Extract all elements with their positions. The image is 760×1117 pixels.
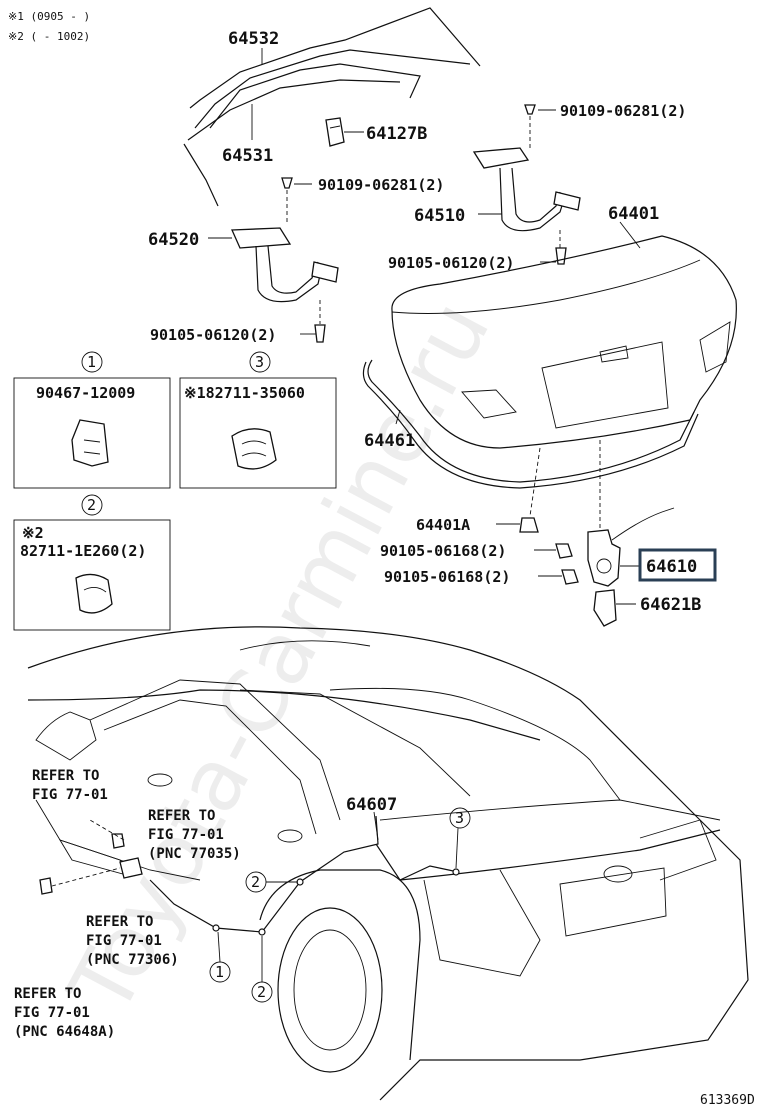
refer-4-line-2[interactable]: FIG 77-01 <box>14 1005 90 1021</box>
refer-3-line-1[interactable]: REFER TO <box>86 914 153 930</box>
label-64401[interactable]: 64401 <box>608 204 659 224</box>
torsion-bars-illustration <box>183 7 481 207</box>
clip-marker <box>258 928 266 936</box>
callout-1a-number: 1 <box>215 963 224 981</box>
refer-3-line-3[interactable]: (PNC 77306) <box>86 952 179 968</box>
cover-64621B-icon <box>593 589 617 627</box>
detail-box-3 <box>179 377 337 489</box>
label-64510[interactable]: 64510 <box>414 206 465 226</box>
clamp-82711-35060-icon <box>231 428 277 470</box>
grommet-icon <box>39 877 53 895</box>
wire-harness-64607 <box>149 815 459 933</box>
lock-latch-64610-illustration <box>587 507 675 587</box>
connector-icon <box>119 857 143 879</box>
label-64621B[interactable]: 64621B <box>640 595 701 615</box>
clip-marker <box>212 924 220 932</box>
label-64127B[interactable]: 64127B <box>366 124 427 144</box>
label-64610[interactable]: 64610 <box>646 557 697 577</box>
cushion-64401A-icon <box>519 517 539 533</box>
label-90105-06120-upper[interactable]: 90105-06120(2) <box>388 254 514 272</box>
callout-3-number: 3 <box>255 353 264 371</box>
refer-3-line-2[interactable]: FIG 77-01 <box>86 933 162 949</box>
detail-box-2 <box>13 519 171 631</box>
label-90109-upper[interactable]: 90109-06281(2) <box>560 102 686 120</box>
detail-box-2-note: ※2 <box>22 524 44 542</box>
bolt-icon <box>111 833 125 849</box>
clip-82711-1E260-icon <box>75 573 113 614</box>
clip-90467-icon <box>71 419 109 467</box>
callout-2a-number: 2 <box>251 873 260 891</box>
refer-2-line-3[interactable]: (PNC 77035) <box>148 846 241 862</box>
hinge-64520-illustration <box>231 177 339 343</box>
bolt-upper-icon <box>555 543 573 559</box>
label-90105-06168-upper[interactable]: 90105-06168(2) <box>380 542 506 560</box>
clip-64127B-icon <box>325 117 345 147</box>
label-64607[interactable]: 64607 <box>346 795 397 815</box>
callout-2b-number: 2 <box>257 983 266 1001</box>
label-64532[interactable]: 64532 <box>228 29 279 49</box>
label-64531[interactable]: 64531 <box>222 146 273 166</box>
label-64461[interactable]: 64461 <box>364 431 415 451</box>
note-1: ※1 (0905 - ) <box>8 10 90 23</box>
refer-2-line-2[interactable]: FIG 77-01 <box>148 827 224 843</box>
callout-circle-3 <box>249 351 271 373</box>
callout-2-number: 2 <box>87 496 96 514</box>
label-90105-06168-lower[interactable]: 90105-06168(2) <box>384 568 510 586</box>
refer-2-line-1[interactable]: REFER TO <box>148 808 215 824</box>
refer-1-line-1[interactable]: REFER TO <box>32 768 99 784</box>
bolt-lower-icon <box>561 569 579 585</box>
callout-circle-1 <box>81 351 103 373</box>
highlight-box-64610 <box>638 548 717 582</box>
callout-1-number: 1 <box>87 353 96 371</box>
refer-1-line-2[interactable]: FIG 77-01 <box>32 787 108 803</box>
figure-id: 613369D <box>700 1093 755 1108</box>
callout-circle-3a <box>449 807 471 829</box>
callout-circle-2 <box>81 494 103 516</box>
label-90109-lower[interactable]: 90109-06281(2) <box>318 176 444 194</box>
note-2: ※2 ( - 1002) <box>8 30 90 43</box>
hinge-64510-illustration <box>472 104 581 265</box>
refer-4-line-1[interactable]: REFER TO <box>14 986 81 1002</box>
refer-4-line-3[interactable]: (PNC 64648A) <box>14 1024 115 1040</box>
detail-box-3-part[interactable]: ※182711-35060 <box>184 384 305 402</box>
trunk-lid-illustration <box>391 235 737 449</box>
label-64520[interactable]: 64520 <box>148 230 199 250</box>
callout-3a-number: 3 <box>455 809 464 827</box>
clip-marker <box>452 868 460 876</box>
detail-box-1-part[interactable]: 90467-12009 <box>36 384 135 402</box>
vehicle-rear-illustration <box>27 626 749 1101</box>
label-90105-06120-lower[interactable]: 90105-06120(2) <box>150 326 276 344</box>
label-64401A[interactable]: 64401A <box>416 516 470 534</box>
detail-box-1 <box>13 377 171 489</box>
weatherstrip-64461-illustration <box>367 359 695 483</box>
detail-box-2-part[interactable]: 82711-1E260(2) <box>20 542 146 560</box>
